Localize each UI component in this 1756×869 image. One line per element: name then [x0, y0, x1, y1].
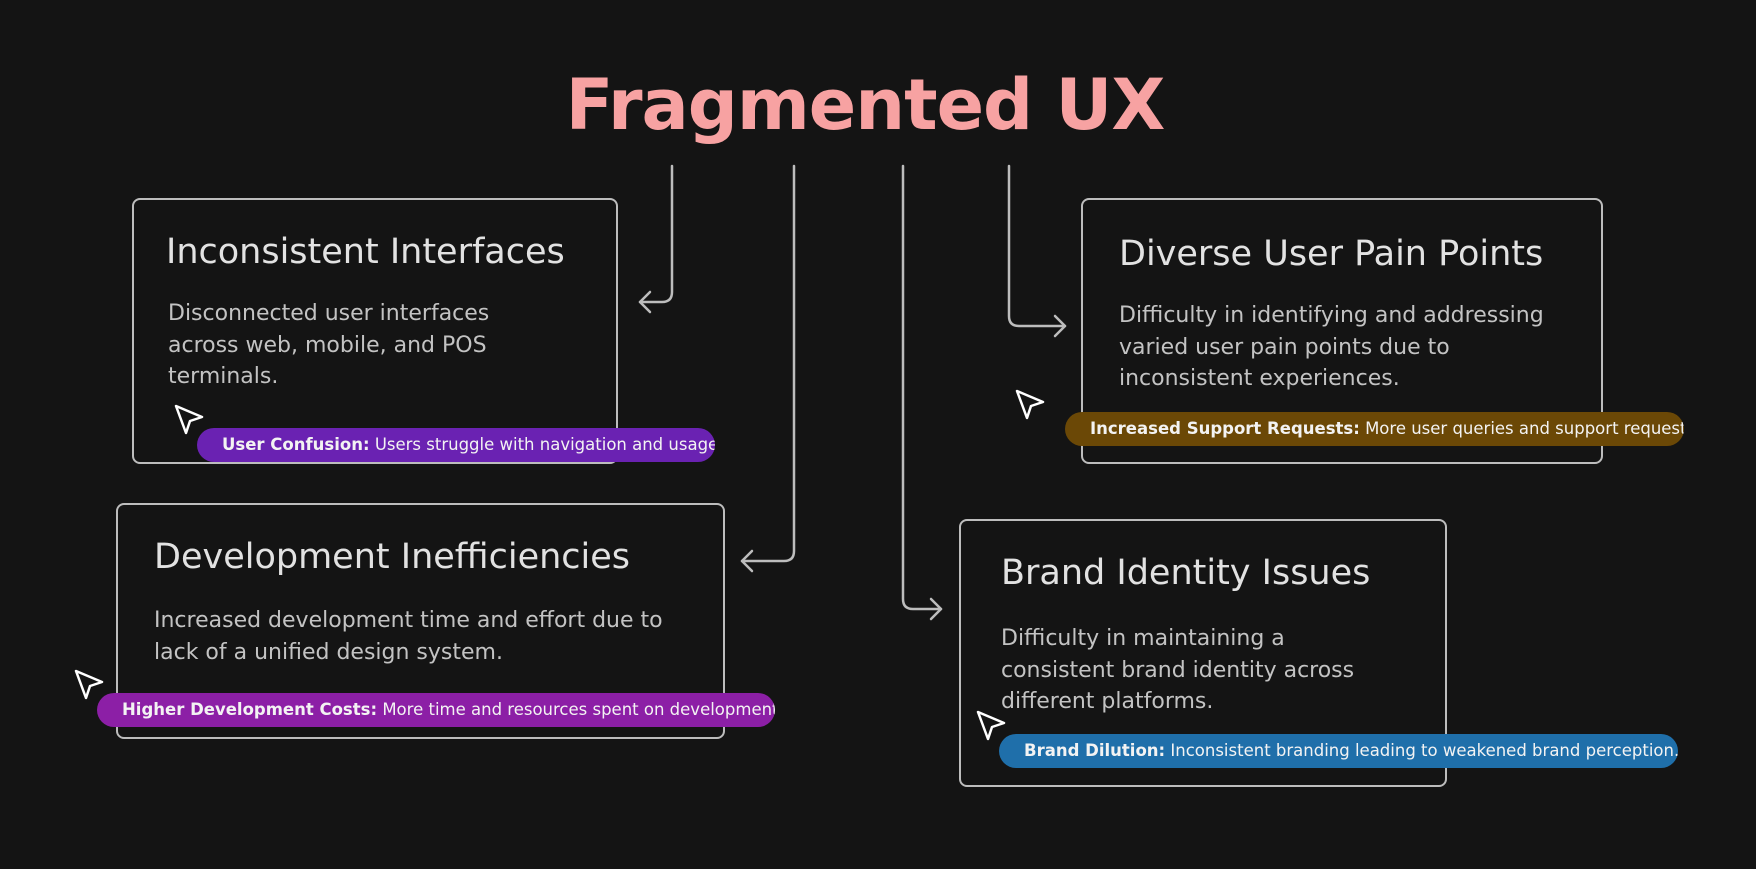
card-description: Disconnected user interfaces across web,… — [168, 301, 490, 389]
card-title: Brand Identity Issues — [1001, 553, 1371, 593]
card-inconsistent-interfaces: Inconsistent Interfaces Disconnected use… — [132, 198, 618, 464]
impact-tag-brand-dilution: Brand Dilution: Inconsistent branding le… — [999, 734, 1678, 768]
card-diverse-user-pain-points: Diverse User Pain Points Difficulty in i… — [1081, 198, 1603, 464]
cursor-arrow-icon — [976, 710, 1006, 741]
cursor-arrow-icon — [174, 404, 204, 435]
card-description: Difficulty in maintaining a consistent b… — [1001, 626, 1355, 714]
card-brand-identity-issues: Brand Identity Issues Difficulty in main… — [959, 519, 1447, 787]
card-description: Increased development time and effort du… — [154, 608, 663, 665]
impact-tag-label: Brand Dilution: — [1024, 741, 1166, 760]
arrow-to-brand-identity-issues — [901, 164, 943, 611]
impact-tag-label: User Confusion: — [222, 435, 370, 454]
arrowhead-brand-identity-issues — [929, 597, 943, 621]
arrow-to-development-inefficiencies — [740, 164, 796, 563]
card-title: Diverse User Pain Points — [1119, 234, 1544, 274]
diagram-title: Fragmented UX — [565, 64, 1166, 146]
impact-tag-text: More user queries and support requests. — [1359, 419, 1684, 438]
impact-tag-text: More time and resources spent on develop… — [377, 700, 775, 719]
impact-tag-text: Users struggle with navigation and usage… — [369, 435, 715, 454]
impact-tag-user-confusion: User Confusion: Users struggle with navi… — [197, 428, 715, 462]
impact-tag-higher-development-costs: Higher Development Costs: More time and … — [97, 693, 775, 727]
card-title: Inconsistent Interfaces — [166, 232, 565, 272]
arrow-to-inconsistent-interfaces — [638, 164, 674, 304]
arrowhead-inconsistent-interfaces — [638, 290, 652, 314]
arrowhead-development-inefficiencies — [740, 549, 754, 573]
card-title: Development Inefficiencies — [154, 537, 631, 577]
cursor-arrow-icon — [1015, 389, 1045, 420]
card-description: Difficulty in identifying and addressing… — [1119, 303, 1544, 391]
cursor-arrow-icon — [74, 669, 104, 700]
card-development-inefficiencies: Development Inefficiencies Increased dev… — [116, 503, 725, 739]
impact-tag-label: Higher Development Costs: — [122, 700, 378, 719]
arrow-to-diverse-user-pain-points — [1007, 164, 1067, 328]
arrowhead-diverse-user-pain-points — [1053, 314, 1067, 338]
impact-tag-label: Increased Support Requests: — [1090, 419, 1360, 438]
impact-tag-text: Inconsistent branding leading to weakene… — [1165, 741, 1678, 760]
impact-tag-increased-support-requests: Increased Support Requests: More user qu… — [1065, 412, 1684, 446]
